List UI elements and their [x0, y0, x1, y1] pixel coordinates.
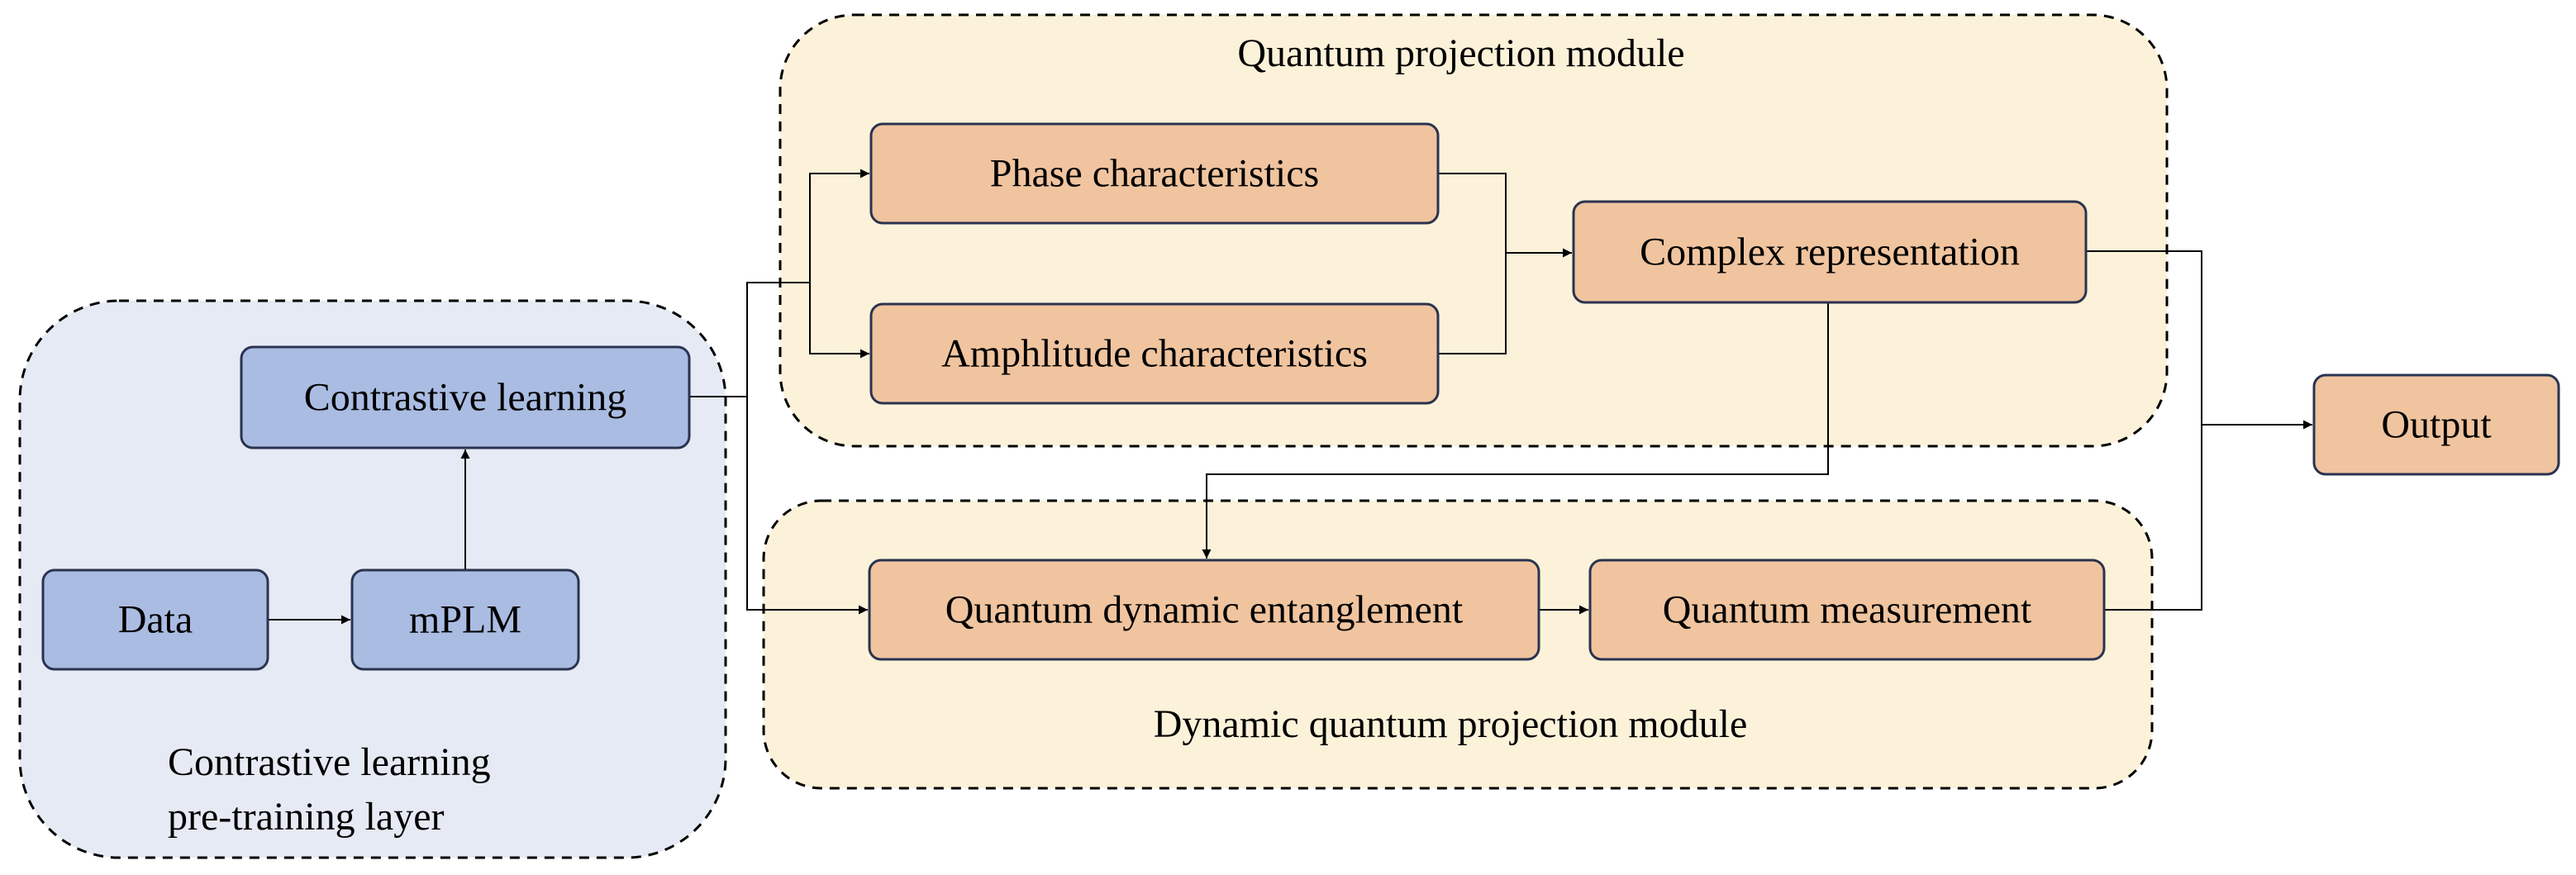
- edge-complex-to-entanglement: [1202, 302, 1829, 559]
- edge-phase-to-complex: [1438, 173, 1507, 253]
- node-quantum-dynamic-entanglement: Quantum dynamic entanglement: [868, 559, 1540, 661]
- edge-contrastive-learning-to-phase: [809, 169, 869, 283]
- edge-amplitude-to-complex: [1438, 253, 1507, 354]
- node-contrastive-learning-label: Contrastive learning: [304, 376, 627, 420]
- node-mplm-label: mPLM: [409, 598, 521, 642]
- node-mplm-box: [350, 568, 580, 671]
- node-quantum-measurement-label: Quantum measurement: [1663, 588, 2032, 632]
- edge-contrastive-learning-split-stub: [746, 282, 810, 397]
- quantum-projection-group-label: Quantum projection module: [1237, 31, 1684, 75]
- node-output: Output: [2312, 373, 2560, 476]
- node-contrastive-learning-box: [240, 345, 691, 449]
- node-phase-characteristics-box: [869, 122, 1440, 225]
- node-phase-characteristics: Phase characteristics: [869, 122, 1440, 225]
- node-quantum-measurement: Quantum measurement: [1588, 559, 2106, 661]
- edge-contrastive-learning-to-amplitude: [809, 283, 869, 359]
- node-contrastive-learning: Contrastive learning: [240, 345, 691, 449]
- node-mplm: mPLM: [350, 568, 580, 671]
- pretraining-group-label-line2: pre-training layer: [168, 795, 445, 839]
- node-quantum-measurement-box: [1588, 559, 2106, 661]
- node-quantum-dynamic-entanglement-label: Quantum dynamic entanglement: [945, 588, 1464, 632]
- node-amplitude-characteristics: Amphlitude characteristics: [869, 302, 1440, 405]
- edge-measurement-to-output: [2104, 425, 2202, 611]
- node-complex-representation-label: Complex representation: [1640, 231, 2020, 274]
- dynamic-quantum-projection-group-label: Dynamic quantum projection module: [1154, 702, 1748, 746]
- edge-complex-to-output: [2086, 250, 2312, 430]
- node-output-label: Output: [2381, 403, 2492, 447]
- node-quantum-dynamic-entanglement-box: [868, 559, 1540, 661]
- pretraining-group-label-line1: Contrastive learning: [168, 740, 491, 784]
- node-amplitude-characteristics-label: Amphlitude characteristics: [941, 332, 1368, 376]
- node-data-box: [41, 568, 269, 671]
- node-complex-representation: Complex representation: [1572, 200, 2088, 304]
- node-complex-representation-box: [1572, 200, 2088, 304]
- connectors: [268, 169, 2312, 625]
- node-amplitude-characteristics-box: [869, 302, 1440, 405]
- node-phase-characteristics-label: Phase characteristics: [990, 152, 1319, 196]
- node-data: Data: [41, 568, 269, 671]
- edge-contrastive-learning-to-entanglement: [689, 396, 868, 615]
- node-data-label: Data: [118, 598, 193, 642]
- node-output-box: [2312, 373, 2560, 476]
